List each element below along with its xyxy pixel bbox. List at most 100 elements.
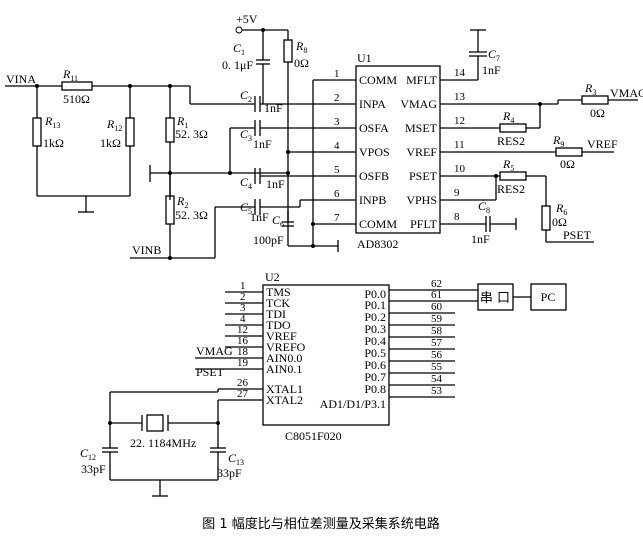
vinb-network: R2 52. 3Ω VINB C5 1nF 1nF	[130, 173, 313, 260]
u1-pin-num-12: 12	[454, 115, 465, 127]
u1-pin-name-comm-1: COMM	[359, 73, 397, 87]
vinb-label: VINB	[132, 243, 161, 257]
mflt-network: C7 1nF	[469, 29, 501, 80]
u2-pin-num-60: 60	[431, 301, 443, 313]
u2-pin-vref: VREF	[266, 329, 297, 343]
ad8302-left-pins: 1 2 3 4 5 6 7 COMM INPA OSFA VPOS OSFB I…	[313, 68, 397, 231]
u2-pin-tck: TCK	[266, 296, 290, 310]
c4-ref: C4	[240, 175, 252, 191]
u2-pin-num-26: 26	[237, 377, 249, 389]
r13-value: 1kΩ	[43, 136, 64, 150]
u2-pin-ad1-d1-p31: AD1/D1/P3.1	[320, 397, 386, 411]
serial-pc-link: 串 口 PC	[477, 283, 567, 311]
ad8302-body	[355, 65, 441, 234]
u1-pin-name-vphs: VPHS	[406, 193, 437, 207]
u2-pin-num-4: 4	[240, 313, 246, 325]
r3-body	[581, 95, 609, 105]
r8-value: 0Ω	[294, 56, 309, 70]
c8051-designator: U2	[265, 270, 280, 284]
ad8302-part: AD8302	[357, 237, 398, 251]
u2-pin-num-16: 16	[237, 335, 249, 347]
u2-pin-num-62: 62	[431, 278, 442, 290]
u2-pin-p07: P0.7	[364, 370, 386, 384]
u2-pin-num-19: 19	[237, 357, 249, 369]
c6-value: 100pF	[253, 233, 284, 247]
c13-value: 33pF	[217, 466, 242, 480]
crystal-body	[146, 414, 164, 432]
u2-pin-num-3: 3	[240, 302, 246, 314]
r3-value: 0Ω	[590, 106, 605, 120]
u2-pin-p02: P0.2	[364, 310, 386, 324]
r12-value: 1kΩ	[100, 136, 121, 150]
c8-value: 1nF	[471, 232, 490, 246]
ad8302-chip: U1 AD8302	[355, 51, 441, 251]
c3-ref: C3	[240, 127, 252, 143]
r11-value: 510Ω	[63, 92, 90, 106]
c7-value: 1nF	[482, 63, 501, 77]
u2-vmag-input-label: VMAG	[196, 344, 233, 358]
u2-pin-tdo: TDO	[266, 318, 291, 332]
u2-pin-num-55: 55	[431, 361, 443, 373]
u1-pin-name-mflt: MFLT	[406, 73, 438, 87]
serial-port-label: 串 口	[480, 291, 510, 306]
r5-ref: R5	[502, 157, 514, 173]
u1-pin-num-2: 2	[334, 92, 340, 104]
c5-ref: C5	[240, 200, 252, 216]
pc-box	[530, 283, 567, 311]
u1-pin-num-3: 3	[334, 116, 340, 128]
c8051-body	[262, 284, 390, 426]
ad8302-right-pins: 14 13 12 11 10 9 8 MFLT VMAG MSET VREF P…	[400, 67, 478, 231]
r2-ref: R2	[176, 194, 188, 210]
r2-value: 52. 3Ω	[175, 208, 208, 222]
r12-body	[125, 117, 135, 147]
mid-rail	[149, 165, 290, 182]
u2-pin-num-56: 56	[431, 349, 443, 361]
c2-ref: C2	[240, 88, 252, 104]
u1-pin-num-7: 7	[334, 212, 340, 224]
u2-pin-ain00: AIN0.0	[266, 351, 302, 365]
u1-pin-name-pset: PSET	[409, 169, 438, 183]
c8051-left-pins: 1 2 3 4 12 16 18 19 26 27 TMS TCK TDI TD…	[195, 280, 306, 407]
osfa-network: C3 1nF	[229, 120, 313, 165]
u1-pin-name-vref: VREF	[406, 145, 437, 159]
u1-pin-name-osfa: OSFA	[359, 121, 389, 135]
r11-ref: R11	[62, 67, 78, 83]
u2-pin-num-12: 12	[237, 324, 248, 336]
c1-ref: C1	[233, 41, 245, 57]
u2-pin-num-27: 27	[237, 388, 249, 400]
r9-ref: R9	[552, 133, 564, 149]
c13-ref: C13	[228, 451, 244, 467]
u2-pin-p04: P0.4	[364, 334, 386, 348]
r11-body	[61, 81, 93, 91]
u2-pin-num-1: 1	[240, 280, 246, 292]
c3-value: 1nF	[253, 137, 272, 151]
c12-ref: C12	[80, 446, 96, 462]
u2-pin-vrefo: VREFO	[266, 340, 306, 354]
r6-ref: R6	[555, 201, 567, 217]
vref-network: R9 0Ω VREF	[478, 133, 618, 171]
u2-pin-num-58: 58	[431, 325, 443, 337]
u1-pin-num-10: 10	[454, 163, 466, 175]
vina-label: VINA	[6, 72, 36, 86]
u2-pin-xtal2: XTAL2	[266, 393, 303, 407]
r5-body	[499, 171, 527, 181]
u1-pin-num-4: 4	[334, 140, 340, 152]
u2-pin-num-54: 54	[431, 373, 443, 385]
r4-body	[499, 123, 527, 133]
u2-pin-num-2: 2	[240, 291, 246, 303]
u1-pin-name-osfb: OSFB	[359, 169, 389, 183]
r13-body	[32, 117, 42, 147]
u1-pin-num-8: 8	[454, 211, 460, 223]
u2-pin-p03: P0.3	[364, 322, 386, 336]
r13-ref: R13	[44, 114, 60, 130]
u1-pin-name-comm-7: COMM	[359, 217, 397, 231]
u2-pset-input-label: PSET	[196, 365, 225, 379]
r8-ref: R8	[295, 39, 307, 55]
u1-pin-num-6: 6	[334, 188, 340, 200]
u2-pin-p05: P0.5	[364, 346, 386, 360]
c4-value: 1nF	[266, 177, 285, 191]
pflt-network: C8 1nF	[471, 199, 517, 246]
comm-bus: C6 100pF	[253, 80, 339, 252]
u2-pin-p00: P0.0	[364, 287, 386, 301]
